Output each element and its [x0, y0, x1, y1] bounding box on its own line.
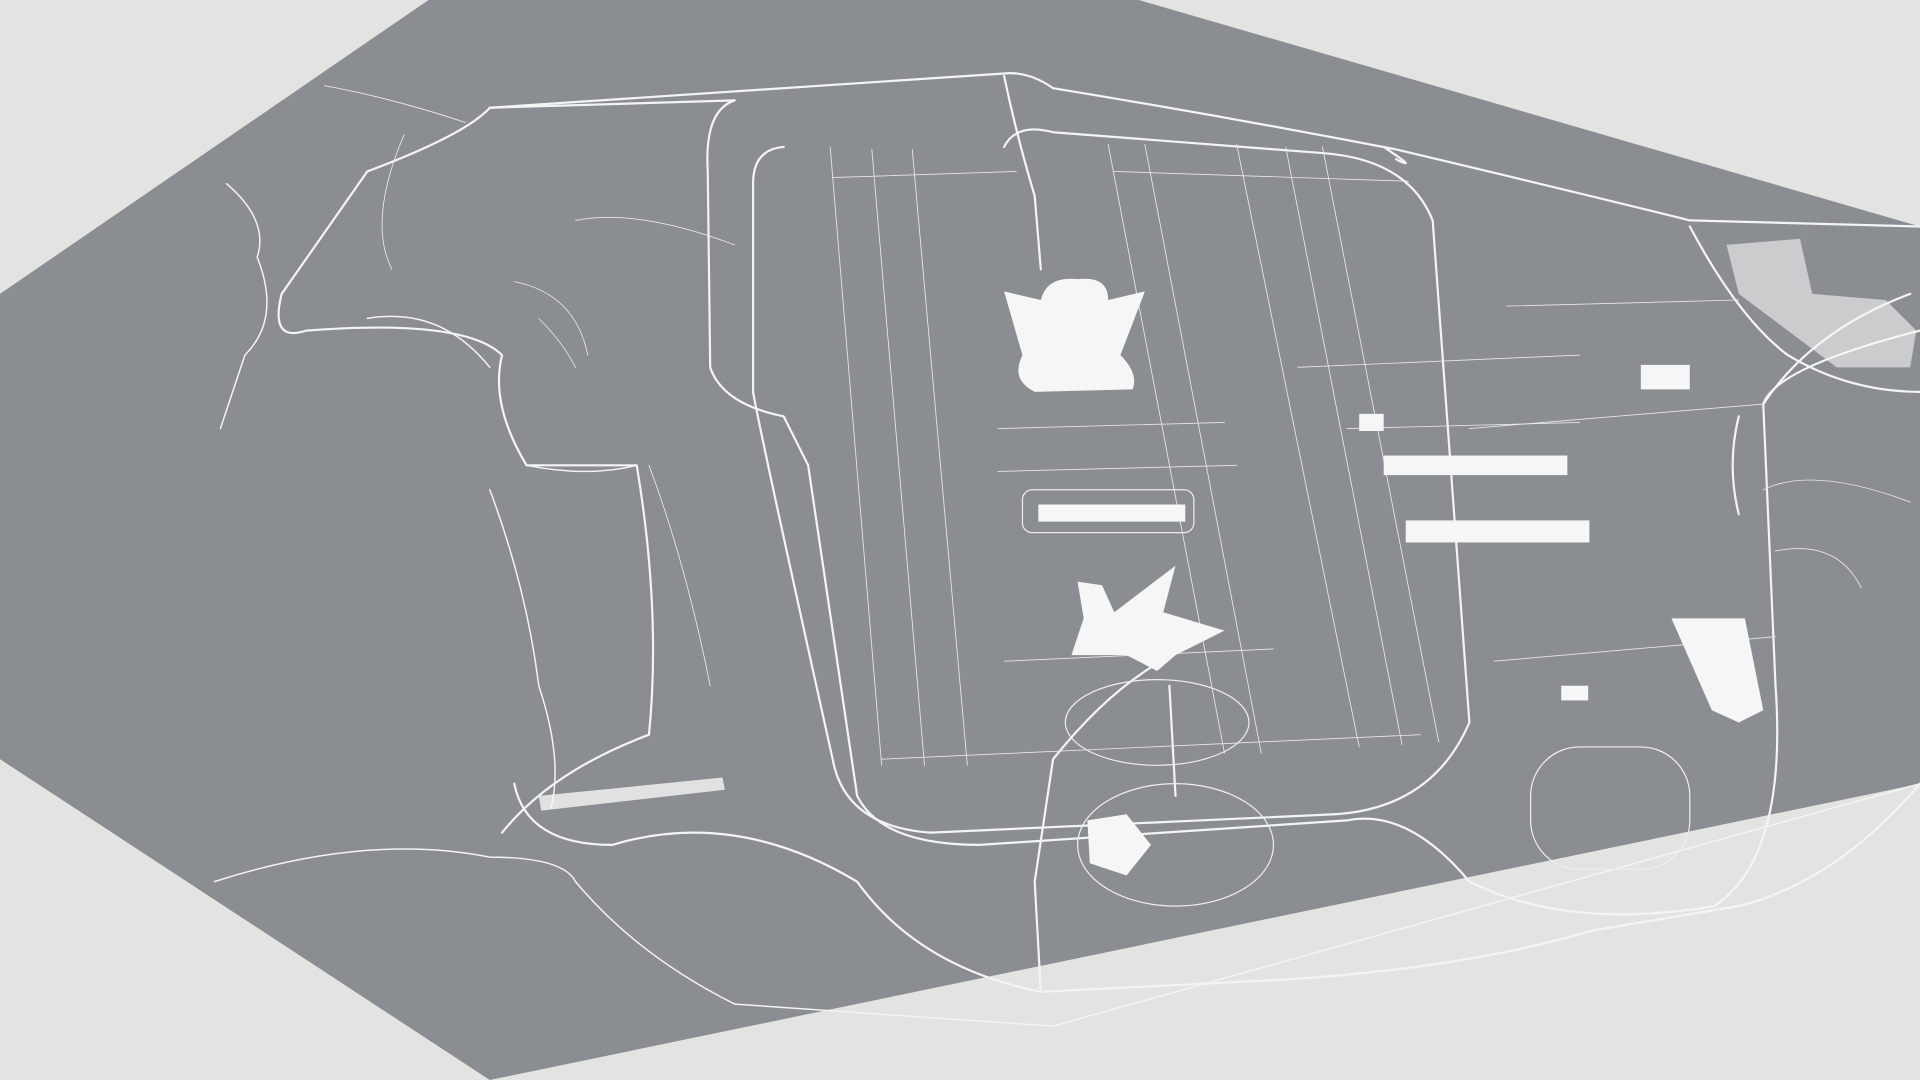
city-block-east: [1726, 238, 1917, 368]
buildings: [538, 238, 1917, 876]
south-ring: [1076, 783, 1275, 907]
cargo-building-1: [1383, 455, 1568, 476]
ring-road: [488, 99, 1920, 916]
rail-yard: [538, 777, 725, 811]
hill-area: [1530, 746, 1691, 870]
access-road-north: [1002, 74, 1042, 271]
west-winding-road: [219, 182, 638, 809]
hangar-2: [1640, 364, 1690, 390]
south-campus: [1087, 814, 1152, 876]
terminal-2: [1071, 565, 1225, 672]
south-loop: [513, 782, 1920, 993]
warehouse-east: [1561, 685, 1589, 701]
airport-perimeter: [751, 128, 1471, 834]
west-branch-roads: [324, 85, 736, 687]
runway-lines: [829, 144, 1440, 766]
cargo-building-2: [1405, 520, 1590, 543]
northern-highway: [488, 72, 1920, 228]
access-road-south: [1033, 666, 1177, 993]
west-highway: [277, 106, 655, 834]
east-roads: [1468, 299, 1911, 662]
outer-south-road: [213, 782, 1920, 1027]
terminal-1-apron: [1021, 489, 1195, 534]
road-network: [213, 72, 1920, 1027]
east-lot: [1671, 618, 1764, 723]
central-pier: [1038, 504, 1186, 522]
aprons-and-parking: [1021, 489, 1691, 907]
hangar-1: [1359, 413, 1384, 432]
parking-loop: [1064, 678, 1250, 766]
terminal-1: [1004, 278, 1145, 392]
